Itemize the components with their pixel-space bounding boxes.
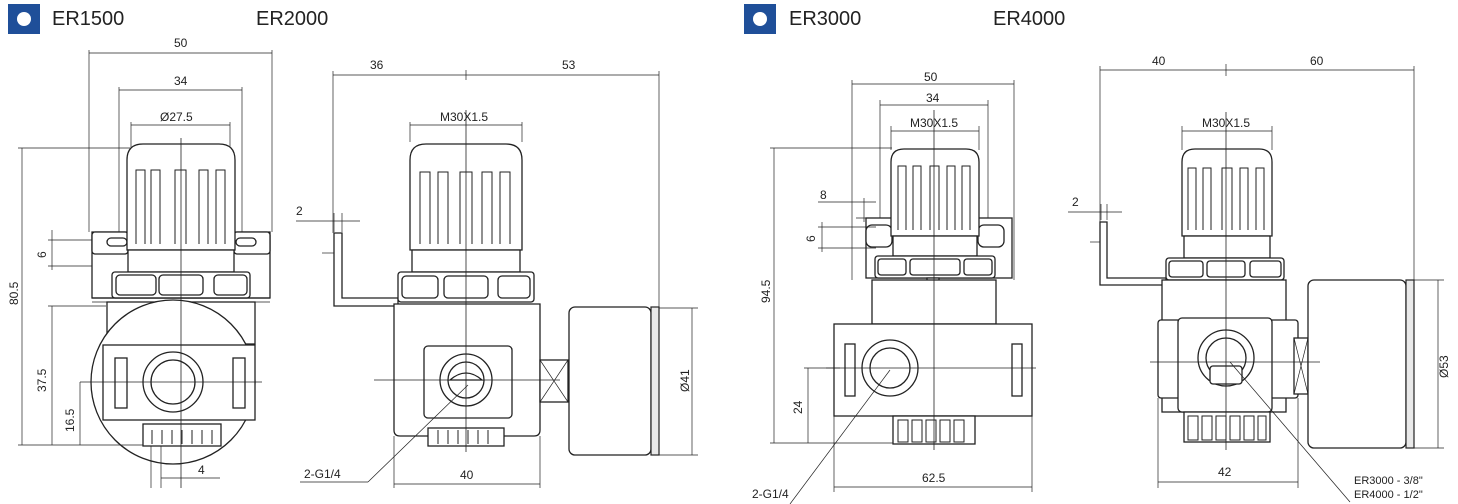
bullet-icon xyxy=(8,4,40,34)
dim-left: 40 xyxy=(1152,54,1166,68)
dim-bracket-thk: 6 xyxy=(804,235,818,242)
dim-width-total: 50 xyxy=(174,36,188,50)
dim-base-width: 42 xyxy=(1218,465,1232,479)
dim-bracket-gap: 2 xyxy=(296,204,303,218)
dim-base-width: 62.5 xyxy=(922,471,946,485)
port-note-er3000: ER3000 - 3/8" xyxy=(1354,475,1423,487)
model-label-er4000: ER4000 xyxy=(993,8,1066,30)
dim-gauge-dia: Ø41 xyxy=(678,369,692,392)
port-label: 2-G1/4 xyxy=(304,467,341,481)
section-header-right xyxy=(744,4,776,34)
dim-gauge-dia: Ø53 xyxy=(1437,355,1451,378)
dim-bracket-gap: 2 xyxy=(1072,195,1079,209)
dim-knob-dia: Ø27.5 xyxy=(160,110,193,124)
model-label-er3000: ER3000 xyxy=(789,8,862,30)
section-header-left xyxy=(8,4,40,34)
dim-width-body: 34 xyxy=(174,74,188,88)
model-label-er1500: ER1500 xyxy=(52,8,125,30)
drawing-er1500-side: 36 53 M30X1.5 2 xyxy=(296,58,698,488)
bullet-icon xyxy=(744,4,776,34)
port-label: 2-G1/4 xyxy=(752,487,789,501)
dim-8: 8 xyxy=(820,188,827,202)
dim-bracket-thk: 6 xyxy=(35,251,49,258)
drawing-er3000-side: 40 60 M30X1.5 2 xyxy=(1068,54,1451,503)
dim-right: 60 xyxy=(1310,54,1324,68)
drawing-er3000-front: 50 34 M30X1.5 xyxy=(752,70,1036,504)
dim-height-total: 94.5 xyxy=(759,279,773,303)
dim-width-total: 50 xyxy=(924,70,938,84)
dim-thread: M30X1.5 xyxy=(440,110,488,124)
dim-height-port: 24 xyxy=(791,400,805,414)
dim-base-width: 40 xyxy=(460,468,474,482)
dim-right: 53 xyxy=(562,58,576,72)
port-note-er4000: ER4000 - 1/2" xyxy=(1354,489,1423,501)
drawing-er1500-front: 50 34 Ø27.5 xyxy=(7,36,273,488)
model-label-er2000: ER2000 xyxy=(256,8,329,30)
dim-left: 36 xyxy=(370,58,384,72)
dim-width-body: 34 xyxy=(926,91,940,105)
dim-bottom-width: 4 xyxy=(198,463,205,477)
dim-height-total: 80.5 xyxy=(7,281,21,305)
dim-height-port: 16.5 xyxy=(63,408,77,432)
dim-height-mid: 37.5 xyxy=(35,368,49,392)
